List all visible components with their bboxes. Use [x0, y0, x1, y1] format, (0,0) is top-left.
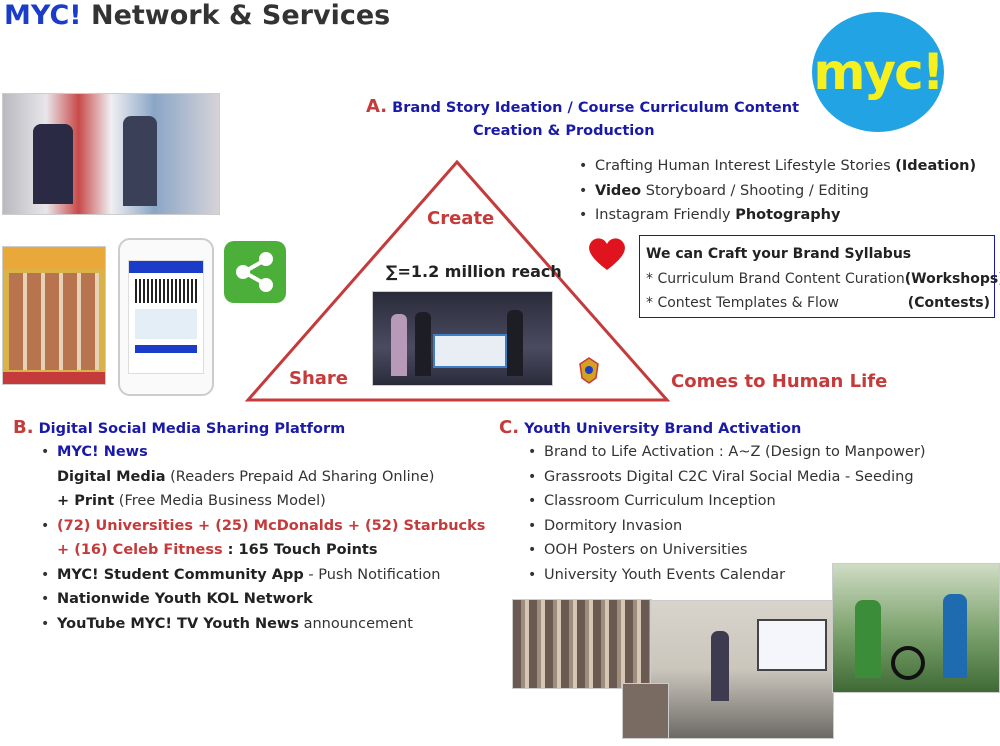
list-item: Dormitory Invasion [526, 514, 926, 539]
list-item: Instagram Friendly Photography [577, 203, 976, 228]
triangle-share-label: Share [289, 368, 349, 389]
section-c-heading-text: Youth University Brand Activation [524, 421, 802, 437]
syllabus-row: * Curriculum Brand Content Curation(Work… [646, 270, 1000, 287]
syllabus-heading: We can Craft your Brand Syllabus [646, 246, 912, 262]
section-c-letter: C. [499, 417, 520, 438]
list-item: University Youth Events Calendar [526, 563, 926, 588]
list-item: MYC! News [39, 440, 485, 465]
list-item: + Print (Free Media Business Model) [57, 493, 326, 509]
list-item: Grassroots Digital C2C Viral Social Medi… [526, 465, 926, 490]
list-item: Classroom Curriculum Inception [526, 489, 926, 514]
list-item: Crafting Human Interest Lifestyle Storie… [577, 154, 976, 179]
award-photo [372, 291, 553, 386]
syllabus-row: * Contest Templates & Flow(Contests) [646, 295, 990, 311]
myc-logo: myc! [812, 12, 945, 132]
list-item: Brand to Life Activation : A~Z (Design t… [526, 440, 926, 465]
list-item: Digital Media (Readers Prepaid Ad Sharin… [57, 468, 435, 485]
section-b-letter: B. [13, 417, 34, 438]
section-a-heading-line1: Brand Story Ideation / Course Curriculum… [392, 100, 800, 116]
magazine-photo [2, 93, 220, 215]
share-icon [224, 241, 286, 303]
audience-photo [622, 683, 669, 739]
list-item: OOH Posters on Universities [526, 538, 926, 563]
list-item: (72) Universities + (25) McDonalds + (52… [39, 514, 485, 539]
list-item: MYC! Student Community App - Push Notifi… [39, 563, 485, 588]
section-c-list: Brand to Life Activation : A~Z (Design t… [526, 440, 926, 587]
triangle-create-label: Create [427, 208, 495, 229]
government-crest-icon [572, 356, 606, 386]
triangle-human-life-label: Comes to Human Life [671, 371, 888, 392]
reach-stat: ∑=1.2 million reach [386, 262, 562, 281]
logo-text: myc! [813, 43, 944, 101]
list-item: + (16) Celeb Fitness : 165 Touch Points [57, 542, 378, 558]
title-rest: Network & Services [81, 0, 391, 31]
section-b-heading: B. Digital Social Media Sharing Platform [13, 417, 345, 438]
page-title: MYC! Network & Services [4, 0, 390, 31]
section-b-heading-text: Digital Social Media Sharing Platform [38, 421, 346, 437]
section-a-letter: A. [366, 96, 388, 117]
section-b-list: MYC! News Digital Media (Readers Prepaid… [39, 440, 485, 636]
section-a-list: Crafting Human Interest Lifestyle Storie… [577, 154, 976, 228]
list-item: Nationwide Youth KOL Network [39, 587, 485, 612]
cycling-activity-photo [832, 563, 1000, 693]
phone-mockup [118, 238, 214, 396]
heart-icon [587, 236, 627, 277]
section-c-heading: C. Youth University Brand Activation [499, 417, 801, 438]
list-item: YouTube MYC! TV Youth News announcement [39, 612, 485, 637]
section-a-heading: A. Brand Story Ideation / Course Curricu… [366, 96, 799, 117]
triangle-graphic [245, 159, 670, 402]
title-brand: MYC! [4, 0, 82, 31]
syllabus-box: We can Craft your Brand Syllabus * Curri… [639, 235, 1000, 318]
lecture-hall-photo [512, 599, 652, 689]
magazine-cover [2, 246, 106, 385]
list-item: Video Storyboard / Shooting / Editing [577, 179, 976, 204]
section-a-heading-line2: Creation & Production [473, 123, 655, 139]
classroom-photo [650, 600, 834, 739]
